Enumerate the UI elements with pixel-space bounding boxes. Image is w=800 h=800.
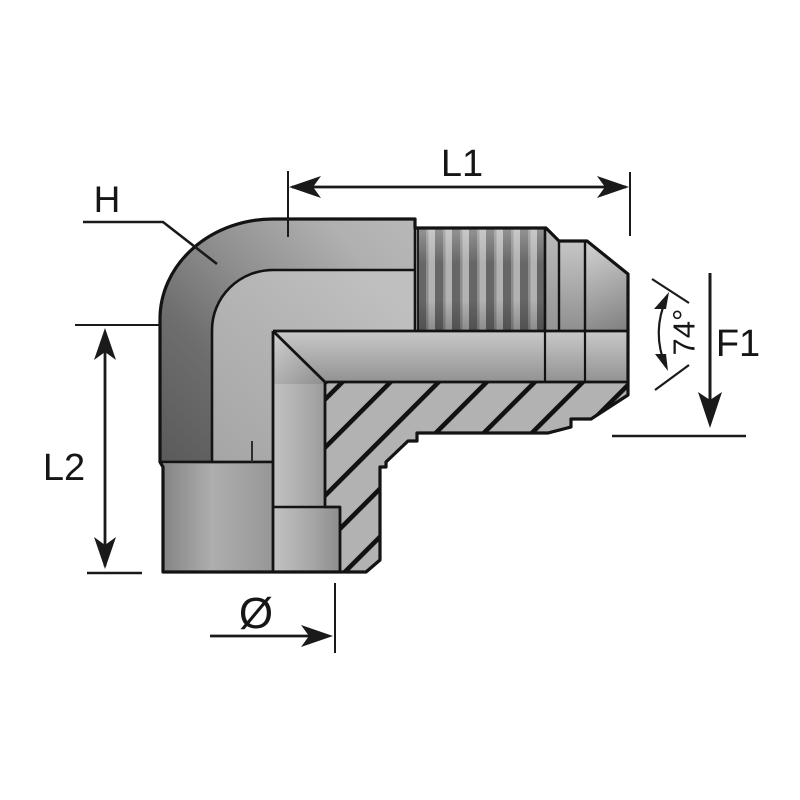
f1-label: F1: [716, 323, 760, 365]
dimension-l1: L1: [287, 143, 631, 237]
elbow-inner-band: [212, 270, 415, 462]
l1-arrow-right: [597, 176, 629, 198]
nose-ring-1: [545, 227, 559, 331]
cone-face-74deg: [585, 241, 628, 331]
angle-tick-upper: [651, 278, 690, 304]
f1-arrow-down: [698, 392, 722, 428]
l2-arrow-down: [94, 537, 116, 569]
h-label: H: [94, 179, 121, 220]
angle-arc-arrow-top: [654, 292, 669, 309]
bore-vertical: [273, 384, 325, 507]
bore-female-thread: [273, 507, 340, 572]
dimension-l2: L2: [43, 324, 161, 575]
elbow-inner-contour: [210, 268, 415, 462]
l1-label: L1: [441, 143, 483, 185]
fitting-body: [158, 217, 630, 574]
female-port-nut: [163, 464, 272, 572]
angle-arc-arrow-bottom: [655, 354, 668, 371]
angle-label: 74°: [667, 309, 702, 356]
h-leader-line: [83, 220, 218, 266]
bore-chamfer-edge: [272, 330, 328, 385]
l2-label: L2: [43, 447, 85, 489]
l2-arrow-up: [94, 328, 116, 360]
elbow-outer-band: [160, 219, 415, 462]
dimension-f1: F1: [612, 273, 760, 438]
dimension-angle-74: 74°: [651, 278, 702, 391]
diameter-label: Ø: [239, 589, 273, 638]
diameter-arrow-right: [301, 625, 333, 647]
hatch-section: [323, 380, 630, 574]
body-outline: [158, 217, 630, 574]
angle-tick-lower: [654, 364, 690, 391]
male-thread-sheen: [418, 228, 545, 331]
bore-horizontal: [273, 331, 628, 382]
leader-h: H: [83, 179, 218, 266]
l1-arrow-left: [289, 176, 321, 198]
dimension-diameter: Ø: [210, 583, 336, 653]
nose-ring-2: [559, 241, 585, 331]
